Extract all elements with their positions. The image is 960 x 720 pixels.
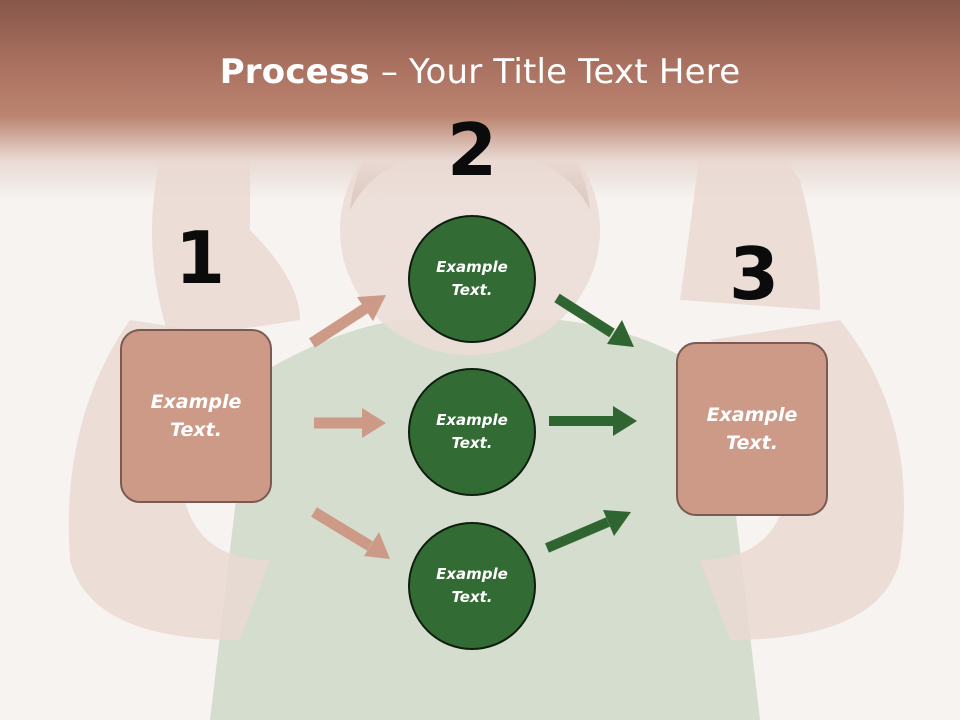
arrow-right-down: [554, 293, 634, 347]
header-band: [0, 0, 960, 200]
circle-middle-line2: Text.: [451, 434, 493, 452]
circle-bottom-line2: Text.: [451, 588, 493, 606]
title-rest: – Your Title Text Here: [369, 52, 741, 92]
arrow-left-down: [311, 507, 390, 559]
slide-title: Process – Your Title Text Here: [0, 52, 960, 92]
title-bold: Process: [219, 52, 370, 92]
left-box-line2: Text.: [170, 419, 222, 441]
arrow-left-up: [309, 295, 386, 348]
right-box-line2: Text.: [726, 432, 778, 454]
circle-top-line1: Example: [436, 257, 508, 276]
circle-middle-line1: Example: [436, 410, 508, 429]
step-number-1: 1: [174, 216, 226, 300]
circle-top-line2: Text.: [451, 281, 493, 299]
arrow-right-middle: [549, 406, 637, 436]
step-number-2: 2: [446, 108, 498, 192]
step-number-3: 3: [728, 232, 780, 316]
arrow-right-up: [545, 510, 631, 553]
right-box-line1: Example: [706, 403, 798, 426]
arrow-left-middle: [314, 408, 386, 438]
left-box-line1: Example: [150, 390, 242, 413]
circle-bottom-line1: Example: [436, 564, 508, 583]
